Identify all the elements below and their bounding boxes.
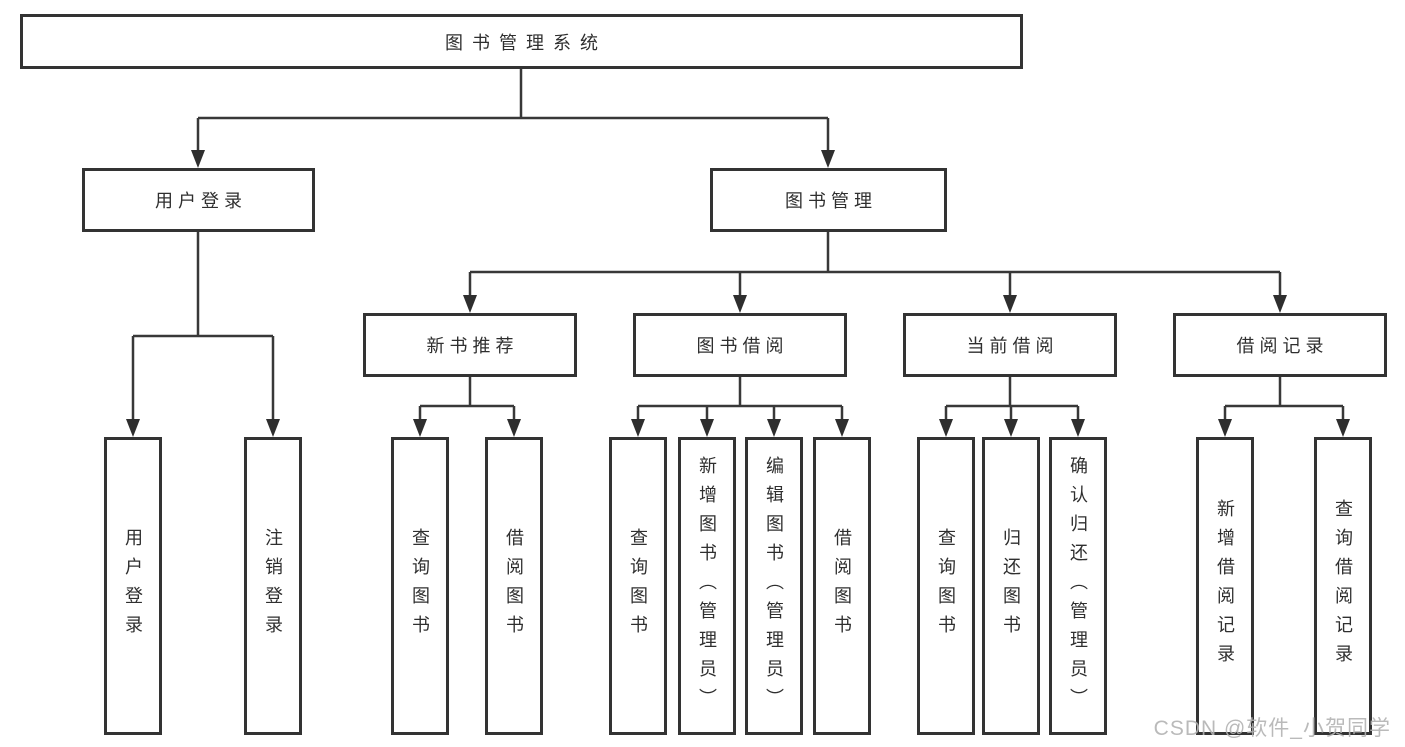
leaf-borrowing-query-books-label: 查询图书 [628, 528, 648, 644]
leaf-edit-books-admin-label: 编辑图书（管理员） [764, 455, 784, 717]
leaf-query-borrow-record: 查询借阅记录 [1314, 437, 1372, 735]
leaf-add-borrow-record: 新增借阅记录 [1196, 437, 1254, 735]
leaf-add-books-admin: 新增图书（管理员） [678, 437, 736, 735]
leaf-user-login: 用户登录 [104, 437, 162, 735]
leaf-current-query-books-label: 查询图书 [936, 528, 956, 644]
leaf-edit-books-admin: 编辑图书（管理员） [745, 437, 803, 735]
leaf-recommend-borrow-books: 借阅图书 [485, 437, 543, 735]
node-book-borrowing: 图书借阅 [633, 313, 847, 377]
leaf-add-borrow-record-label: 新增借阅记录 [1215, 499, 1235, 673]
leaf-query-borrow-record-label: 查询借阅记录 [1333, 499, 1353, 673]
leaf-recommend-query-books-label: 查询图书 [410, 528, 430, 644]
leaf-recommend-query-books: 查询图书 [391, 437, 449, 735]
node-root: 图书管理系统 [20, 14, 1023, 69]
leaf-user-login-label: 用户登录 [123, 528, 143, 644]
leaf-return-books-label: 归还图书 [1001, 528, 1021, 644]
leaf-add-books-admin-label: 新增图书（管理员） [697, 455, 717, 717]
leaf-confirm-return-admin-label: 确认归还（管理员） [1068, 455, 1088, 717]
node-borrowing-records: 借阅记录 [1173, 313, 1387, 377]
leaf-borrow-books-label: 借阅图书 [832, 528, 852, 644]
leaf-logout-label: 注销登录 [263, 528, 283, 644]
leaf-borrow-books: 借阅图书 [813, 437, 871, 735]
leaf-return-books: 归还图书 [982, 437, 1040, 735]
node-current-borrowing: 当前借阅 [903, 313, 1117, 377]
csdn-watermark: CSDN @软件_小贺同学 [1153, 717, 1391, 740]
node-book-management: 图书管理 [710, 168, 947, 232]
node-new-book-recommendation: 新书推荐 [363, 313, 577, 377]
leaf-confirm-return-admin: 确认归还（管理员） [1049, 437, 1107, 735]
node-user-login: 用户登录 [82, 168, 315, 232]
leaf-recommend-borrow-books-label: 借阅图书 [504, 528, 524, 644]
leaf-logout: 注销登录 [244, 437, 302, 735]
leaf-current-query-books: 查询图书 [917, 437, 975, 735]
leaf-borrowing-query-books: 查询图书 [609, 437, 667, 735]
